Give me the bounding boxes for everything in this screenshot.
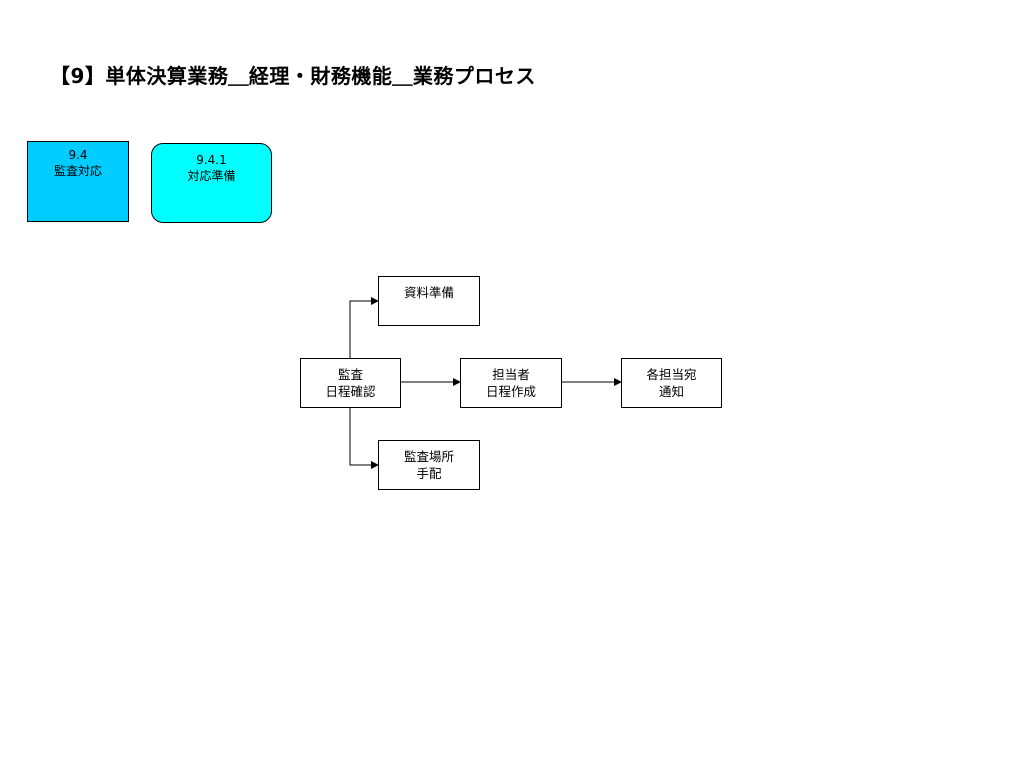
audit-schedule-line1: 監査 bbox=[337, 367, 363, 382]
connector-to-materials bbox=[349, 297, 379, 358]
staff-schedule-box: 担当者 日程作成 bbox=[460, 358, 562, 408]
materials-box: 資料準備 bbox=[378, 276, 480, 326]
subsection-number: 9.4.1 bbox=[196, 153, 227, 167]
audit-schedule-line2: 日程確認 bbox=[325, 384, 376, 399]
venue-line1: 監査場所 bbox=[403, 449, 454, 464]
venue-line2: 手配 bbox=[416, 466, 442, 481]
venue-box: 監査場所 手配 bbox=[378, 440, 480, 490]
notify-line1: 各担当宛 bbox=[646, 367, 697, 382]
page-title: 【9】単体決算業務＿経理・財務機能＿業務プロセス bbox=[50, 64, 536, 88]
connector-to-venue bbox=[349, 408, 379, 469]
subsection-box: 9.4.1 対応準備 bbox=[151, 143, 272, 223]
subsection-name: 対応準備 bbox=[187, 169, 236, 183]
staff-schedule-line1: 担当者 bbox=[492, 367, 530, 382]
notify-line2: 通知 bbox=[658, 384, 684, 399]
section-name: 監査対応 bbox=[53, 164, 102, 178]
materials-line1: 資料準備 bbox=[403, 285, 454, 300]
section-number: 9.4 bbox=[68, 148, 88, 162]
notify-box: 各担当宛 通知 bbox=[621, 358, 722, 408]
audit-schedule-box: 監査 日程確認 bbox=[300, 358, 401, 408]
section-box: 9.4 監査対応 bbox=[27, 141, 129, 222]
staff-schedule-line2: 日程作成 bbox=[485, 384, 536, 399]
